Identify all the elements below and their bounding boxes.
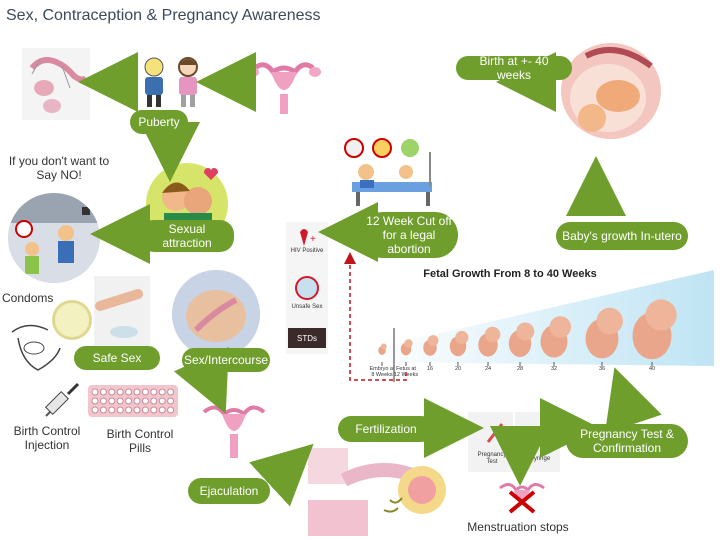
- pill-blister: [116, 388, 124, 396]
- pill-blister: [91, 388, 99, 396]
- pill-blister: [158, 388, 166, 396]
- std-text: STDs: [288, 328, 326, 348]
- pregnancy-test-text: Pregnancy Test: [477, 452, 507, 465]
- fetal-tick-label: 32: [550, 366, 558, 372]
- pill-blister: [141, 397, 149, 405]
- pill-blister: [99, 406, 107, 414]
- pill-blister: [108, 406, 116, 414]
- pills-label: Birth Control Pills: [106, 427, 174, 455]
- pill-blister: [91, 406, 99, 414]
- pill-blister: [141, 388, 149, 396]
- birth-label: Birth at +- 40 weeks: [456, 54, 572, 82]
- fertilization-label: Fertilization: [338, 416, 434, 442]
- boy-girl-illustration: [136, 55, 208, 111]
- pill-blister: [150, 406, 158, 414]
- fetus-head: [484, 326, 501, 343]
- unsafe-sex-text: Unsafe Sex: [291, 304, 323, 310]
- page-title: Sex, Contraception & Pregnancy Awareness: [6, 7, 321, 24]
- sexual-attraction-label: Sexual attraction: [140, 220, 234, 252]
- fetus-head: [380, 343, 387, 350]
- pill-blister: [167, 397, 175, 405]
- diaphragm-illustration: [8, 318, 68, 376]
- svg-text:+: +: [310, 234, 316, 245]
- babys-growth-label: Baby's growth In-utero: [556, 222, 688, 250]
- fetus-head: [455, 330, 469, 345]
- pill-blister: [99, 388, 107, 396]
- pill-blister: [108, 397, 116, 405]
- puberty-label: Puberty: [130, 110, 188, 134]
- fetal-tick-label: Fetus at 12 Weeks: [393, 366, 419, 378]
- fetal-tick-label: 24: [484, 366, 492, 372]
- condom-illustration: [52, 300, 92, 340]
- pill-blister: [125, 406, 133, 414]
- fetus-head: [404, 339, 413, 348]
- fetal-tick-label: Embryo at 8 Weeks: [369, 366, 395, 378]
- fetus-head: [645, 299, 677, 331]
- ribbon-icon: +: [300, 229, 316, 246]
- pill-blister: [99, 397, 107, 405]
- intercourse-illustration: [172, 270, 260, 358]
- heart-icon: [204, 168, 218, 180]
- pregnancy-test-label: Pregnancy Test & Confirmation: [566, 424, 688, 458]
- fetal-tick-label: 16: [426, 366, 434, 372]
- menstruation-stops-label: Menstruation stops: [467, 520, 569, 534]
- uterus-no-period-illustration: [494, 478, 550, 518]
- ejaculation-label: Ejaculation: [188, 478, 270, 504]
- say-no-illustration: [8, 193, 100, 283]
- pill-blister: [125, 397, 133, 405]
- pill-blister: [108, 388, 116, 396]
- fetal-growth-chart: Fetal Growth From 8 to 40 Weeks Embryo a…: [360, 262, 714, 386]
- hospital-illustration: [342, 138, 442, 210]
- pill-blister: [150, 388, 158, 396]
- pill-blister: [158, 406, 166, 414]
- pill-blister: [167, 406, 175, 414]
- twelve-week-label: 12 Week Cut off for a legal abortion: [360, 212, 458, 258]
- fetal-tick-label: 40: [648, 366, 656, 372]
- fetal-tick-label: 36: [598, 366, 606, 372]
- pill-blister: [133, 397, 141, 405]
- pill-blister: [116, 406, 124, 414]
- no-unsafe-icon: [295, 276, 319, 300]
- fetus-head: [596, 307, 623, 335]
- uterus-illustration: [245, 58, 323, 116]
- condom-demo-illustration: [94, 276, 150, 346]
- test-card: Pregnancy Test Syringe: [468, 412, 560, 472]
- say-no-label: If you don't want to Say NO!: [8, 154, 110, 182]
- pill-blister: [133, 388, 141, 396]
- hiv-positive-text: HIV Positive: [290, 248, 324, 254]
- fetal-tick-label: 28: [516, 366, 524, 372]
- birth-illustration: [556, 36, 666, 142]
- fetus-head: [427, 335, 439, 346]
- injection-label: Birth Control Injection: [13, 424, 81, 452]
- safe-sex-label: Safe Sex: [74, 346, 160, 370]
- syringe-text: Syringe: [529, 456, 551, 462]
- uterus-ejaculation-illustration: [196, 398, 272, 462]
- syringe-illustration: [40, 378, 84, 422]
- pill-blister: [133, 406, 141, 414]
- condoms-label: Condoms: [2, 291, 54, 305]
- pill-pack-illustration: [88, 385, 178, 417]
- fetal-tick-label: 20: [454, 366, 462, 372]
- fetus-head: [516, 322, 535, 341]
- fetus-head: [549, 316, 572, 338]
- fetal-chart-title: Fetal Growth From 8 to 40 Weeks: [423, 268, 597, 280]
- std-warning-card: + HIV Positive Unsafe Sex STDs: [286, 222, 328, 354]
- pill-blister: [141, 406, 149, 414]
- pill-blister: [125, 388, 133, 396]
- male-anatomy-illustration: [22, 48, 90, 120]
- pill-blister: [150, 397, 158, 405]
- pill-blister: [116, 397, 124, 405]
- intercourse-label: Sex/Intercourse: [182, 348, 270, 372]
- pill-blister: [91, 397, 99, 405]
- fertilization-illustration: [304, 440, 464, 540]
- test-stick-icon: [486, 412, 546, 456]
- pill-blister: [158, 397, 166, 405]
- pill-blister: [167, 388, 175, 396]
